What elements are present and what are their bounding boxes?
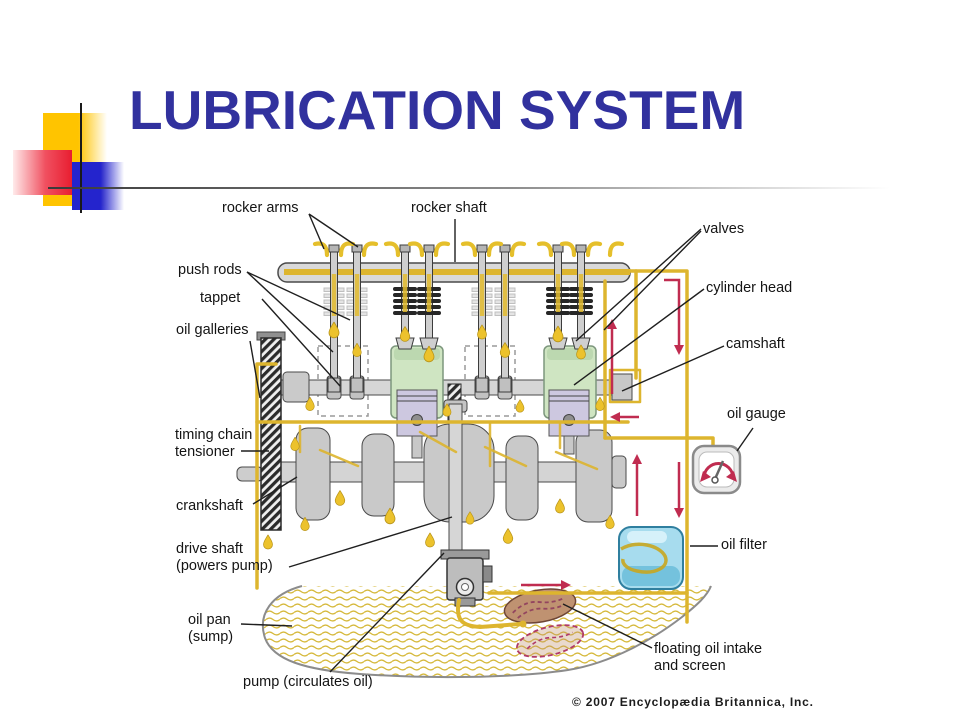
- label-timing-chain-tensioner: timing chain tensioner: [175, 427, 253, 460]
- label-rocker-shaft: rocker shaft: [411, 200, 487, 216]
- label-drive-shaft: drive shaft (powers pump): [176, 541, 273, 574]
- decor-vertical-line: [80, 103, 82, 213]
- oil-drops: [263, 243, 623, 550]
- copyright-notice: © 2007 Encyclopædia Britannica, Inc.: [572, 695, 814, 709]
- oil-gauge-icon: [691, 444, 742, 495]
- leader-lines: [240, 213, 754, 673]
- label-valves: valves: [703, 221, 745, 237]
- label-cylinder-head: cylinder head: [706, 280, 793, 296]
- piston-graphic: [396, 389, 590, 459]
- oil-filter-graphic: [618, 526, 684, 590]
- label-pump: pump (circulates oil): [243, 674, 373, 690]
- label-camshaft: camshaft: [726, 336, 785, 352]
- label-tappet: tappet: [200, 290, 241, 306]
- label-oil-filter: oil filter: [721, 537, 767, 553]
- page-title: LUBRICATION SYSTEM: [129, 79, 746, 141]
- oil-intake-graphic: [503, 588, 585, 658]
- oil-pump-graphic: [440, 549, 493, 607]
- label-oil-gauge: oil gauge: [727, 406, 786, 422]
- flow-arrows: [521, 278, 684, 590]
- drive-shaft-graphic: [443, 399, 468, 553]
- label-crankshaft: crankshaft: [176, 498, 243, 514]
- label-oil-galleries: oil galleries: [176, 322, 249, 338]
- label-push-rods: push rods: [178, 262, 242, 278]
- cylinder-head-graphic: [390, 345, 597, 459]
- label-rocker-arms: rocker arms: [222, 200, 299, 216]
- label-floating-oil-intake: floating oil intake and screen: [654, 641, 763, 674]
- label-oil-pan: oil pan (sump): [188, 612, 234, 645]
- title-underline-rule: [48, 187, 890, 189]
- oil-pan-graphic: [261, 585, 712, 679]
- oil-gallery-lines: [255, 269, 715, 629]
